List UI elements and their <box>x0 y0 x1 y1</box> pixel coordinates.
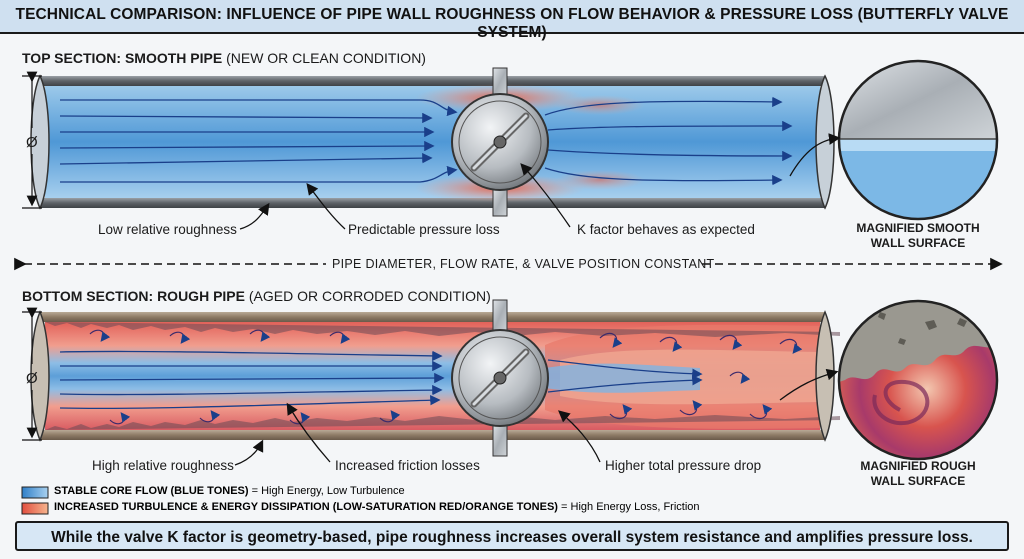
callout-low-roughness: Low relative roughness <box>98 222 237 237</box>
legend-swatch-blue <box>21 486 49 499</box>
legend-item-turbulence: INCREASED TURBULENCE & ENERGY DISSIPATIO… <box>54 501 700 513</box>
smooth-pipe <box>30 67 835 217</box>
diameter-marker-top <box>22 71 42 209</box>
rough-pipe <box>30 299 840 457</box>
magnified-smooth-wall <box>837 59 999 221</box>
page-title: TECHNICAL COMPARISON: INFLUENCE OF PIPE … <box>15 6 1009 41</box>
diameter-symbol-top: Ø <box>26 134 38 151</box>
callout-pressure-drop: Higher total pressure drop <box>605 458 762 473</box>
title-bar: TECHNICAL COMPARISON: INFLUENCE OF PIPE … <box>0 0 1024 41</box>
magnified-rough-wall <box>837 299 999 461</box>
footer-text: While the valve K factor is geometry-bas… <box>51 529 973 546</box>
callout-k-factor: K factor behaves as expected <box>577 222 755 237</box>
diameter-marker-bottom <box>22 307 42 441</box>
diameter-symbol-bottom: Ø <box>26 370 38 387</box>
magnified-rough-label: MAGNIFIED ROUGH WALL SURFACE <box>860 459 976 488</box>
callout-predictable-loss: Predictable pressure loss <box>348 222 500 237</box>
bottom-section-title: BOTTOM SECTION: ROUGH PIPE (AGED OR CORR… <box>22 288 491 304</box>
magnified-smooth-label: MAGNIFIED SMOOTH WALL SURFACE <box>856 221 980 250</box>
constant-conditions-label: PIPE DIAMETER, FLOW RATE, & VALVE POSITI… <box>332 257 715 271</box>
footer-banner: While the valve K factor is geometry-bas… <box>15 521 1009 551</box>
legend-swatch-red <box>21 502 49 515</box>
top-section-title: TOP SECTION: SMOOTH PIPE (NEW OR CLEAN C… <box>22 50 426 66</box>
callout-friction-losses: Increased friction losses <box>335 458 480 473</box>
legend-item-stable: STABLE CORE FLOW (BLUE TONES) = High Ene… <box>54 485 405 497</box>
callout-high-roughness: High relative roughness <box>92 458 234 473</box>
